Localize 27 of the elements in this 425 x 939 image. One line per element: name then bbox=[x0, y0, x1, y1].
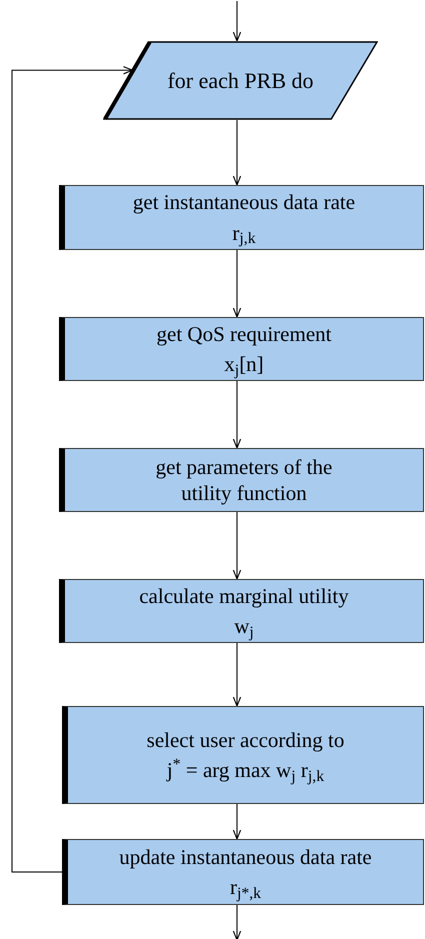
process-box bbox=[59, 317, 424, 381]
formula-text: x$_{j}$[n] bbox=[224, 351, 264, 378]
arrow bbox=[232, 120, 242, 186]
formula-text: r$_{j,k}$ bbox=[232, 220, 256, 246]
step-text: get parameters of the utility function bbox=[154, 454, 334, 506]
process-box bbox=[59, 579, 424, 643]
arrow bbox=[232, 0, 242, 42]
step-text: update instantaneous data rate bbox=[119, 844, 372, 870]
process-box bbox=[59, 185, 424, 250]
formula-text: w$_{j}$ bbox=[234, 613, 254, 640]
step-text: get QoS requirement bbox=[156, 320, 332, 347]
step-text: select user according to bbox=[146, 726, 344, 753]
process-box bbox=[62, 706, 424, 804]
process-box bbox=[59, 448, 424, 512]
step-text: get instantaneous data rate bbox=[132, 189, 356, 216]
step-text: for each PRB do bbox=[167, 66, 314, 94]
arrow bbox=[232, 804, 242, 840]
arrow bbox=[232, 250, 242, 318]
step-text: calculate marginal utility bbox=[139, 582, 349, 609]
arrow bbox=[12, 66, 133, 872]
formula-text: r$_{j*,k}$ bbox=[230, 874, 262, 900]
arrow bbox=[232, 512, 242, 580]
arrow bbox=[232, 642, 242, 707]
arrow bbox=[232, 380, 242, 449]
formula-text: j$^{*}$ = arg max w$_{j}$ r$_{j,k}$ bbox=[166, 757, 324, 784]
process-box bbox=[62, 839, 424, 905]
arrow bbox=[232, 904, 242, 939]
